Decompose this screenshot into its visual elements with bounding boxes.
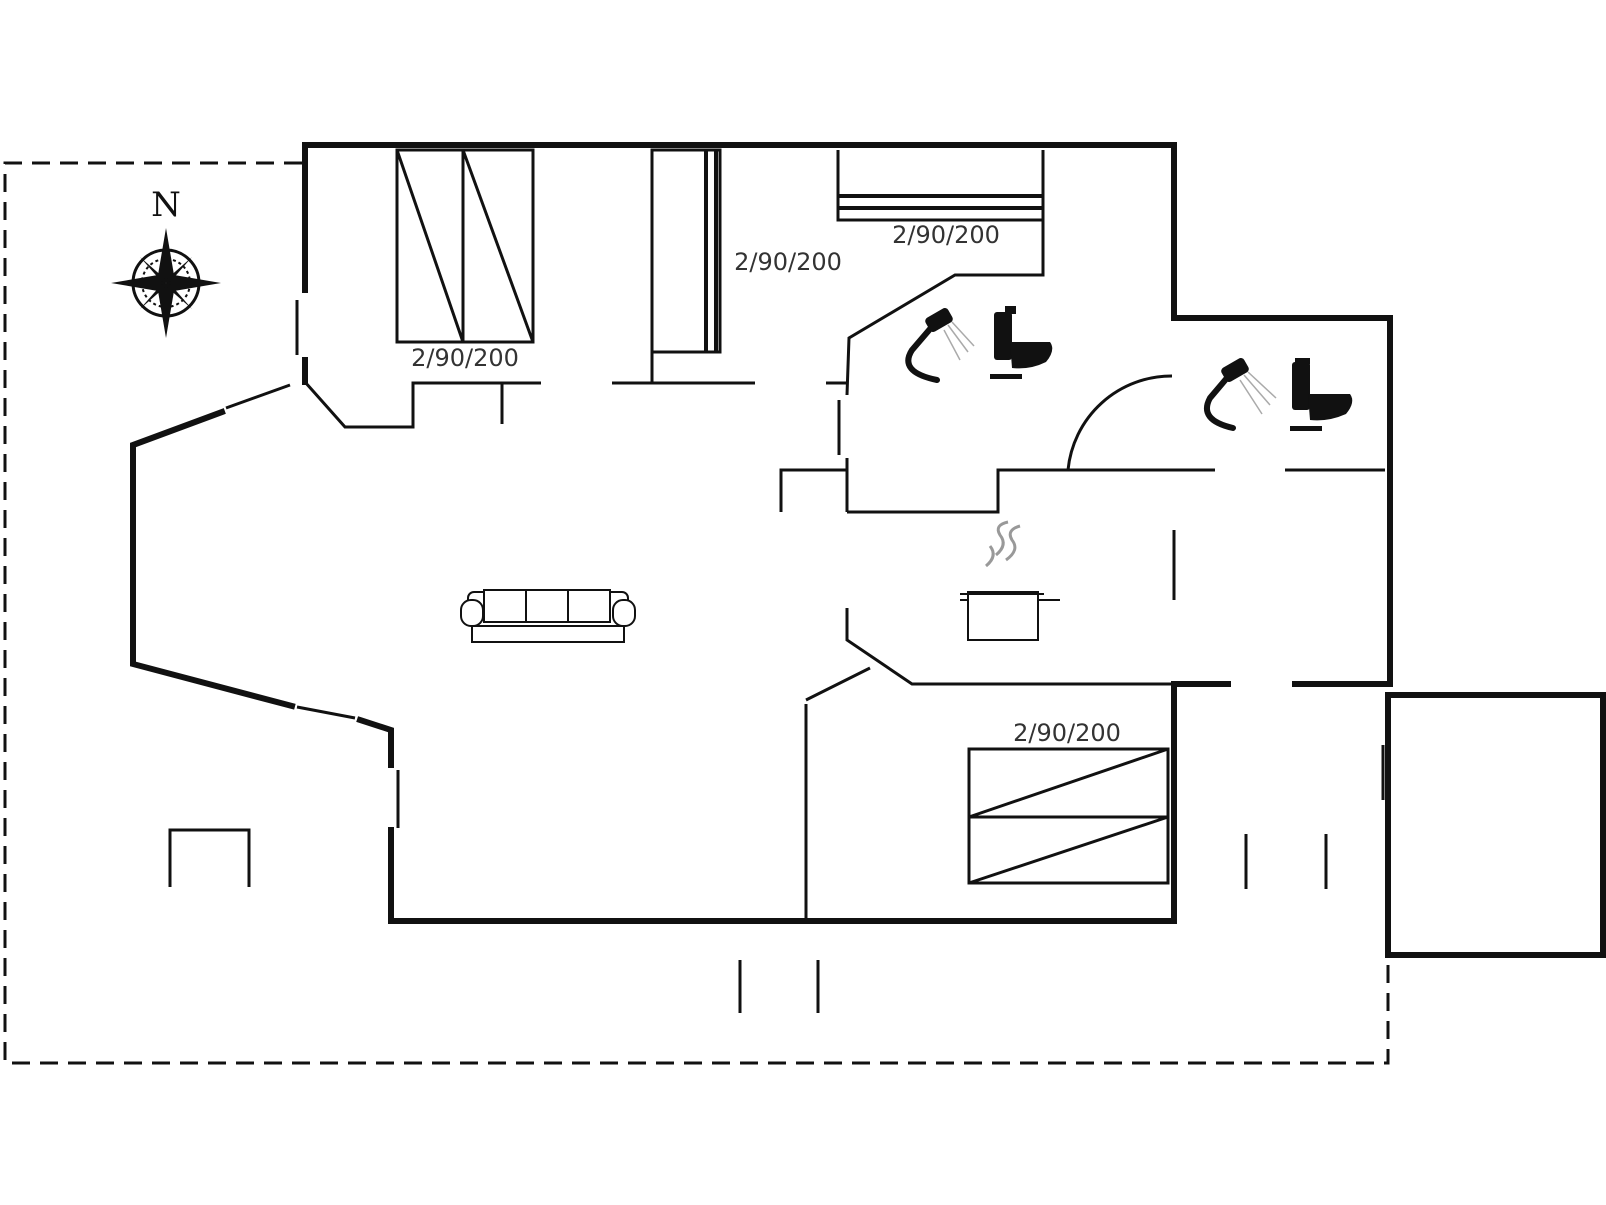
bed: [461, 148, 535, 344]
bed-pair-bedroom-4: [967, 747, 1170, 885]
bed-label-bedroom-2: 2/90/200: [734, 248, 842, 276]
bed-label-bedroom-4: 2/90/200: [1013, 719, 1121, 747]
sofa-icon: [460, 589, 636, 643]
interior-walls: [168, 150, 1385, 1013]
outer-walls: [130, 142, 1606, 958]
bunk-bed-bedroom-2: [650, 148, 722, 354]
cooking-pot-icon: [960, 520, 1060, 641]
toilet-icon: [1290, 358, 1353, 431]
bed-label-bedroom-3: 2/90/200: [892, 221, 1000, 249]
bed-label-bedroom-1: 2/90/200: [411, 344, 519, 372]
bunk-bed-bedroom-3: [838, 194, 1043, 210]
shower-icon: [1203, 358, 1277, 431]
compass-rose-icon: N: [111, 185, 221, 338]
toilet-icon: [990, 306, 1053, 379]
shower-icon: [905, 308, 975, 383]
north-label: N: [151, 185, 181, 225]
terrace-outline: [3, 161, 1390, 1065]
bed-pair-bedroom-1: [395, 148, 535, 344]
bed: [967, 815, 1170, 885]
